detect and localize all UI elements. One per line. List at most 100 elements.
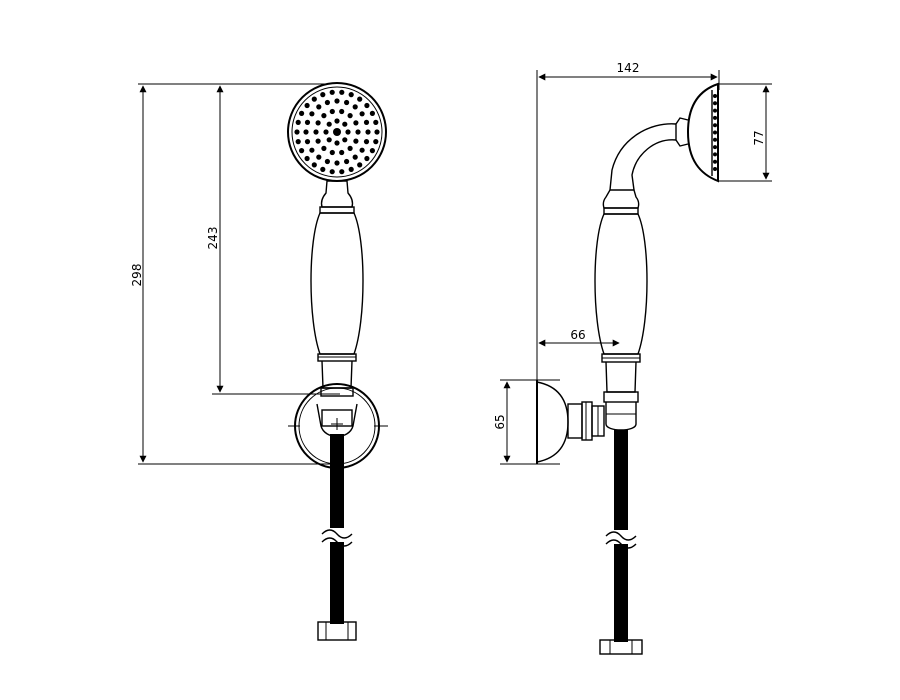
nozzle-dot <box>299 148 305 154</box>
dim-label-142: 142 <box>617 61 640 75</box>
side-nozzle-dot <box>713 94 717 98</box>
dim-label-65: 65 <box>493 414 507 429</box>
nozzle-dot <box>348 92 354 98</box>
nozzle-dot <box>329 108 335 115</box>
nozzle-dot <box>344 158 350 165</box>
dim-label-243: 243 <box>206 227 220 250</box>
nozzle-dot <box>348 166 354 172</box>
side-shower-head <box>675 82 719 183</box>
nozzle-dot <box>309 111 315 117</box>
nozzle-dot <box>334 160 340 166</box>
dim-label-298: 298 <box>130 264 144 287</box>
nozzle-dot <box>321 145 327 151</box>
dim-label-77: 77 <box>752 130 766 145</box>
front-handle <box>310 180 364 397</box>
dim-side-handle-offset: 66 <box>538 328 620 347</box>
nozzle-dot <box>364 102 370 109</box>
nozzle-dot <box>369 148 375 154</box>
nozzle-dot <box>309 147 315 153</box>
side-nozzle-dot <box>713 137 717 142</box>
nozzle-dot <box>353 138 359 144</box>
nozzle-dot <box>304 119 311 125</box>
front-shower-head <box>287 82 387 182</box>
nozzle-dot <box>295 139 301 145</box>
nozzle-dot <box>320 92 326 98</box>
nozzle-dot <box>373 139 379 145</box>
nozzle-dot <box>353 120 359 126</box>
nozzle-dot <box>347 145 353 151</box>
nozzle-dot <box>315 138 321 144</box>
nozzle-dot <box>352 104 358 110</box>
side-nozzle-dot <box>713 130 717 135</box>
nozzle-dot <box>315 120 321 126</box>
nozzle-dot <box>359 111 365 117</box>
front-view: 298 243 <box>130 82 388 641</box>
nozzle-dot <box>359 147 365 153</box>
nozzle-dot <box>316 154 322 160</box>
side-wall-bracket <box>536 380 605 464</box>
side-nozzle-dot <box>713 167 717 171</box>
side-nozzle-dot <box>713 152 717 157</box>
nozzle-dot <box>304 102 310 109</box>
side-curved-neck <box>609 123 677 191</box>
nozzle-dot <box>320 166 326 172</box>
nozzle-dot <box>334 118 340 124</box>
nozzle-dot <box>365 129 371 135</box>
side-nozzle-dot <box>713 159 717 164</box>
spray-nozzles <box>294 89 380 175</box>
side-nozzle-dot <box>713 108 717 113</box>
side-hose <box>599 430 643 655</box>
side-nozzle-dot <box>713 101 717 106</box>
nozzle-dot <box>311 96 317 102</box>
nozzle-dot <box>294 129 300 135</box>
dim-front-handle-height: 243 <box>206 83 340 395</box>
dim-label-66: 66 <box>570 328 585 342</box>
nozzle-dot <box>316 104 322 110</box>
nozzle-dot <box>321 113 327 119</box>
nozzle-dot <box>342 121 348 127</box>
side-nozzle-dot <box>713 115 717 120</box>
nozzle-dot <box>339 169 345 175</box>
nozzle-dot <box>303 129 309 135</box>
nozzle-dot <box>323 129 329 135</box>
nozzle-dot <box>339 149 345 156</box>
nozzle-dot <box>347 113 353 119</box>
nozzle-dot <box>329 169 335 175</box>
nozzle-dot <box>304 139 311 145</box>
side-handle <box>594 189 648 431</box>
nozzle-dot <box>344 99 350 106</box>
side-nozzle-dot <box>713 123 717 128</box>
nozzle-dot <box>324 158 330 165</box>
nozzle-dot <box>313 129 319 135</box>
side-view: 142 77 66 65 <box>493 61 772 655</box>
nozzle-dot <box>295 119 301 125</box>
nozzle-dot <box>334 98 340 104</box>
nozzle-dot <box>369 110 375 116</box>
front-hose <box>317 434 357 641</box>
nozzle-dot <box>329 89 335 95</box>
nozzle-dot <box>363 119 370 125</box>
nozzle-dot <box>352 154 358 160</box>
nozzle-dot <box>311 162 317 168</box>
nozzle-dot <box>339 108 345 115</box>
nozzle-dot <box>326 121 332 127</box>
nozzle-dot <box>357 96 363 102</box>
dim-side-bracket-height: 65 <box>493 379 560 465</box>
nozzle-dot <box>326 137 332 143</box>
nozzle-dot <box>363 139 370 145</box>
nozzle-dot <box>334 140 340 146</box>
nozzle-dot <box>324 99 330 106</box>
nozzle-dot <box>342 137 348 143</box>
nozzle-dot <box>339 89 345 95</box>
nozzle-dot <box>329 149 335 156</box>
nozzle-dot <box>345 129 351 135</box>
nozzle-dot <box>355 129 361 135</box>
side-nozzle-dot <box>713 145 717 150</box>
nozzle-dot <box>373 119 379 125</box>
nozzle-dot <box>299 110 305 116</box>
nozzle-dot <box>374 129 380 135</box>
dim-side-head-diameter: 77 <box>718 83 772 182</box>
side-spray-nozzles <box>713 94 717 171</box>
nozzle-dot <box>357 162 363 168</box>
